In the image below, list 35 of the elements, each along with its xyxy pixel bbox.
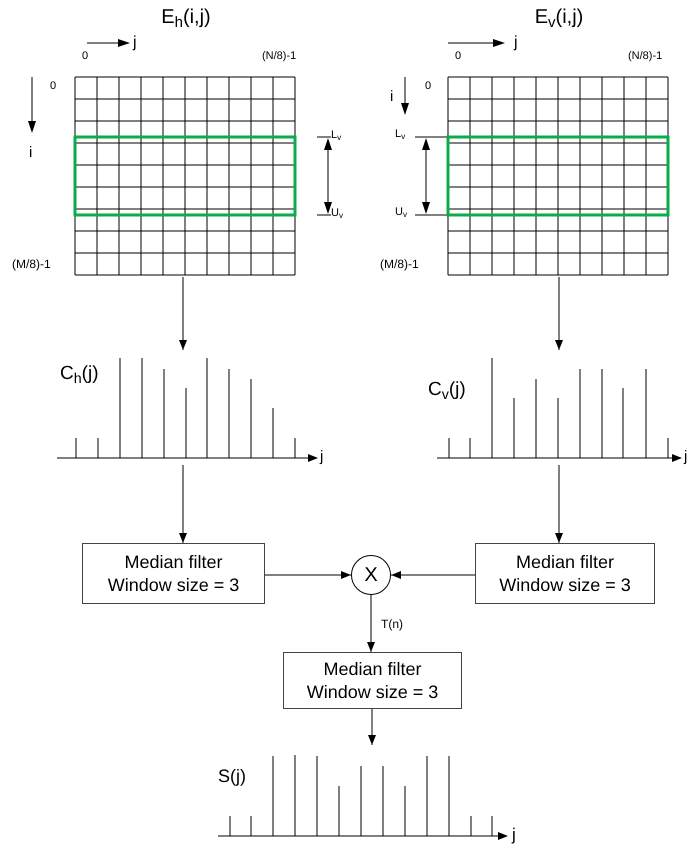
axis-label: i	[390, 88, 394, 107]
axis-label: j	[514, 33, 518, 53]
filter-box: Median filter Window size = 3	[475, 543, 655, 604]
chart-title: C$_{v}$(j)	[428, 378, 466, 402]
arrow	[390, 571, 476, 579]
axis-label: (N/8)-1	[262, 50, 296, 64]
axis-label: 0	[82, 50, 88, 64]
arrow	[179, 276, 187, 350]
chart-title: C$_{h}$(j)	[60, 362, 99, 386]
filter-box: Median filter Window size = 3	[283, 652, 462, 709]
axis-label: j	[133, 33, 137, 53]
axis-label: L$_{v}$	[395, 128, 406, 142]
axis-label: (M/8)-1	[12, 257, 51, 272]
arrow	[264, 571, 352, 579]
axis-label: j	[684, 448, 688, 467]
axis-label: L$_{v}$	[331, 129, 342, 143]
arrow	[555, 276, 563, 350]
axis-label: U$_{v}$	[331, 207, 344, 221]
axis-label: (M/8)-1	[380, 257, 419, 272]
axis-label: j	[512, 824, 516, 846]
axis-label: 0	[425, 80, 432, 94]
axis-label: j	[320, 448, 324, 467]
arrow	[555, 464, 563, 544]
filter-box: Median filter Window size = 3	[82, 543, 265, 604]
axis-label: i	[29, 144, 32, 163]
arrow	[367, 594, 375, 652]
axis-label: 0	[455, 50, 462, 64]
axis-label: U$_{v}$	[395, 206, 408, 220]
grid-title: E$_{h}$(i,j)	[160, 5, 212, 29]
arrow	[179, 464, 187, 544]
arrow	[368, 708, 376, 746]
axis-label: (N/8)-1	[628, 50, 662, 64]
chart-title: S(j)	[218, 765, 246, 788]
axis-label: 0	[50, 80, 56, 94]
grid-title: E$_{v}$(i,j)	[534, 5, 584, 29]
